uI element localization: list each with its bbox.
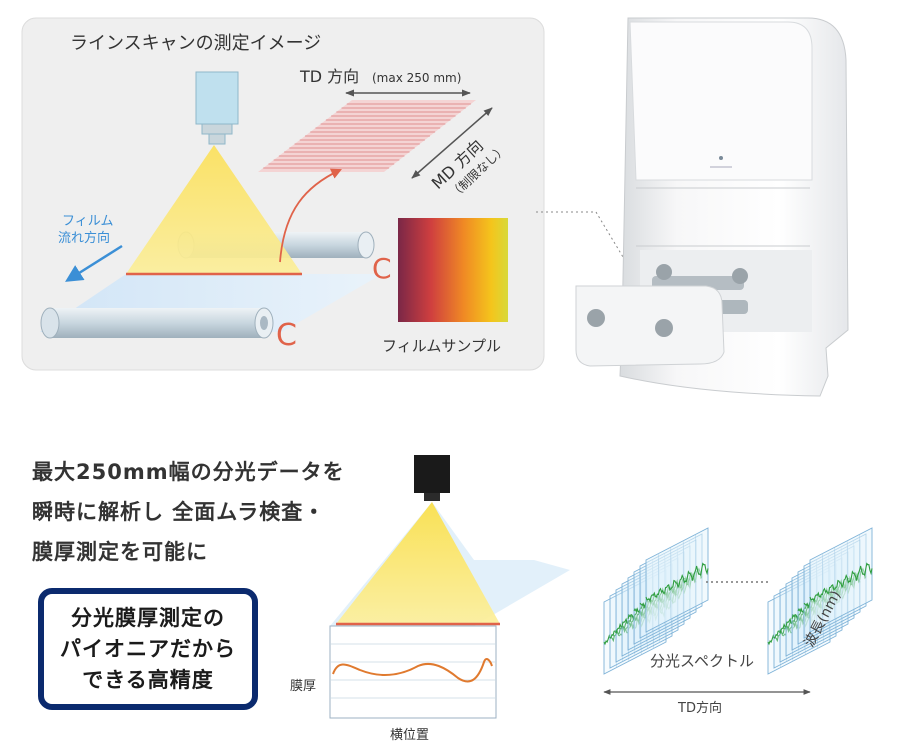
roller-mark-back: C [372, 252, 392, 285]
spectrum-stack-left [603, 527, 709, 675]
film-sample [398, 218, 508, 322]
spectrum-caption: 分光スペクトル [650, 652, 754, 670]
flow-label-line1: フィルム [62, 214, 113, 229]
headline-line3: 膜厚測定を可能に [32, 540, 208, 564]
thickness-curve [332, 658, 493, 683]
headline-line2: 瞬時に解析し 全面ムラ検査・ [32, 500, 326, 524]
graph-x-label: 横位置 [390, 728, 429, 743]
roller-mark-front: C [276, 318, 297, 353]
badge-line1: 分光膜厚測定の [71, 605, 225, 630]
spectrum-stack-right [767, 527, 873, 675]
thickness-graph [329, 625, 497, 719]
badge-line3: できる高精度 [82, 667, 214, 692]
headline: 最大250mm幅の分光データを 瞬時に解析し 全面ムラ検査・ 膜厚測定を可能に [32, 452, 345, 572]
panel-title: ラインスキャンの測定イメージ [70, 33, 321, 54]
device-illustration [575, 17, 849, 397]
lower-camera-icon [414, 455, 450, 501]
headline-line1: 最大250mm幅の分光データを [32, 460, 345, 484]
data-transfer-arrow [279, 168, 342, 263]
line-camera-icon [195, 71, 239, 145]
callout-line [536, 211, 639, 283]
sample-label: フィルムサンプル [382, 337, 501, 355]
td-max-label: (max 250 mm) [372, 71, 461, 85]
badge-line2: パイオニアだから [60, 636, 236, 661]
spectrum-frame [645, 527, 709, 633]
flow-label-line2: 流れ方向 [58, 230, 110, 246]
td-label: TD 方向 [299, 67, 359, 86]
front-roller [40, 307, 274, 339]
graph-y-label: 膜厚 [290, 679, 316, 694]
light-beam [126, 145, 302, 274]
spectrum-frame [809, 527, 873, 633]
spectrum-td-label: TD方向 [677, 700, 722, 716]
lower-light-beam [336, 502, 500, 624]
pioneer-badge: 分光膜厚測定の パイオニアだから できる高精度 [38, 588, 258, 710]
flow-arrow [65, 244, 123, 282]
md-arrow [411, 107, 493, 179]
